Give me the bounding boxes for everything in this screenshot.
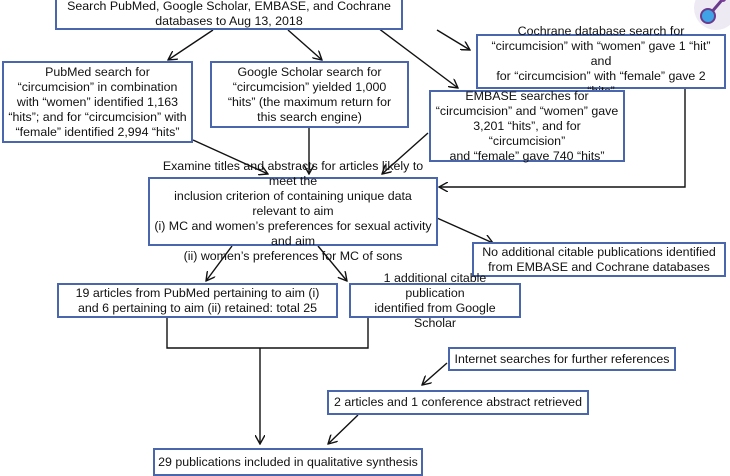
arrow-to-pubmed <box>168 29 214 60</box>
box-pubmed-retained-text: 19 articles from PubMed pertaining to ai… <box>75 285 320 315</box>
arrow-to-cochrane <box>436 29 470 50</box>
box-google-scholar-text: Google Scholar search for “circumcision”… <box>227 64 392 124</box>
box-articles-retrieved: 2 articles and 1 conference abstract ret… <box>327 390 589 415</box>
box-search-all-text: Search PubMed, Google Scholar, EMBASE, a… <box>67 0 391 28</box>
box-cochrane-search: Cochrane database search for “circumcisi… <box>476 24 726 98</box>
box-pubmed-search: PubMed search for “circumcision” in comb… <box>2 61 193 143</box>
arrow-retrieved-to-final <box>328 414 359 444</box>
box-internet-searches: Internet searches for further references <box>448 347 676 371</box>
box-internet-searches-text: Internet searches for further references <box>454 351 670 366</box>
box-final-publications: 29 publications included in qualitative … <box>153 448 423 476</box>
arrow-to-google-scholar <box>287 29 322 60</box>
box-search-all-databases: Search PubMed, Google Scholar, EMBASE, a… <box>55 0 403 30</box>
box-no-additional-text: No additional citable publications ident… <box>482 244 716 274</box>
box-examine-titles: Examine titles and abstracts for article… <box>148 159 438 263</box>
box-pubmed-text: PubMed search for “circumcision” in comb… <box>8 64 187 139</box>
box-examine-text: Examine titles and abstracts for article… <box>154 159 432 263</box>
box-embase-search: EMBASE searches for “circumcision” and “… <box>429 88 625 163</box>
magnifier-icon[interactable] <box>692 0 730 34</box>
box-google-additional-text: 1 additional citable publication identif… <box>374 270 496 330</box>
arrow-to-no-additional <box>436 217 493 243</box>
box-articles-retrieved-text: 2 articles and 1 conference abstract ret… <box>334 395 582 409</box>
box-final-text: 29 publications included in qualitative … <box>158 454 418 469</box>
box-google-additional: 1 additional citable publication identif… <box>349 271 521 330</box>
box-no-additional: No additional citable publications ident… <box>472 242 726 277</box>
merge-connector <box>166 315 369 349</box>
arrow-internet-to-retrieved <box>422 362 448 385</box>
box-google-scholar-search: Google Scholar search for “circumcision”… <box>210 61 409 128</box>
box-embase-text: EMBASE searches for “circumcision” and “… <box>435 88 619 163</box>
box-pubmed-retained: 19 articles from PubMed pertaining to ai… <box>57 283 338 318</box>
